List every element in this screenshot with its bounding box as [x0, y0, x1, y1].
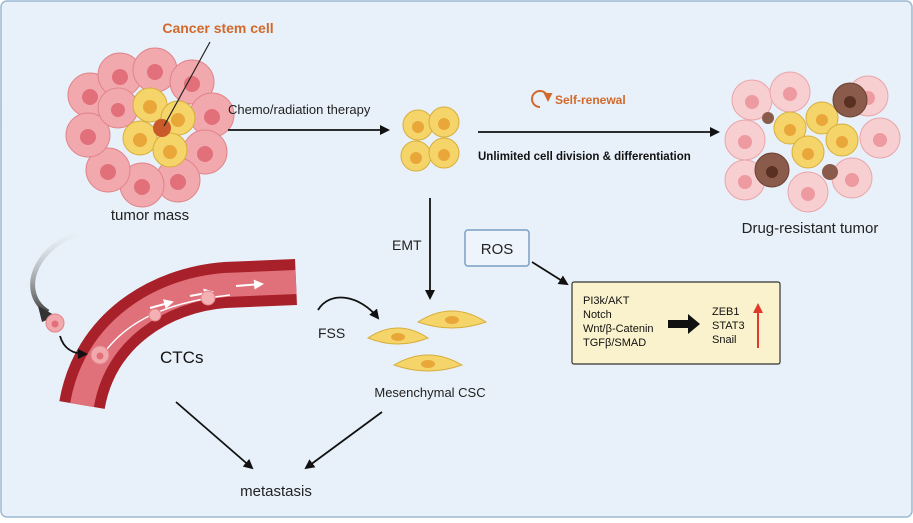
surviving-csc-cluster — [400, 106, 460, 172]
mesenchymal-cells — [366, 310, 488, 372]
pathway-item: Wnt/β-Catenin — [583, 323, 654, 335]
tumor-mass-label: tumor mass — [111, 207, 189, 224]
therapy-label: Chemo/radiation therapy — [228, 102, 371, 117]
drug-resistant-pink-cells — [724, 71, 901, 213]
ctcs-label: CTCs — [160, 348, 203, 367]
pathway-item: Snail — [712, 334, 736, 346]
blood-vessel-lumen — [70, 270, 297, 408]
drug-resistant-label: Drug-resistant tumor — [742, 220, 879, 237]
flow-arrow — [235, 279, 264, 290]
fss-label: FSS — [318, 325, 345, 341]
pathway-item: Notch — [583, 309, 612, 321]
extravasating-cells — [45, 313, 110, 365]
self-renewal-label: Self-renewal — [555, 93, 626, 107]
mesenchymal-label: Mesenchymal CSC — [374, 385, 485, 400]
pathway-thick-arrow — [668, 314, 700, 334]
entry-arrow — [59, 335, 88, 359]
drug-resistant-tumor-cluster — [724, 71, 901, 213]
ros-box — [464, 229, 530, 267]
pathway-item: STAT3 — [712, 320, 745, 332]
ros-arrow — [531, 261, 569, 286]
invasion-arrowhead — [38, 306, 56, 322]
ctc-cells — [148, 290, 216, 322]
tumor-mass-cluster — [65, 47, 235, 208]
drug-resistant-stem-cells — [773, 101, 859, 169]
metastasis-label: metastasis — [240, 483, 312, 500]
tumor-mass-stem-cells — [122, 87, 196, 168]
metastasis-arrow-right — [304, 411, 383, 470]
fss-arrow — [317, 296, 380, 320]
cancer-stem-cell-label: Cancer stem cell — [162, 20, 273, 36]
pathway-item: PI3k/AKT — [583, 295, 630, 307]
pathway-item: TGFβ/SMAD — [583, 337, 646, 349]
pathway-left-list: PI3k/AKT Notch Wnt/β-Catenin TGFβ/SMAD — [583, 295, 654, 349]
metastasis-arrow-left — [175, 401, 254, 470]
pathway-right-list: ZEB1 STAT3 Snail — [712, 306, 745, 346]
tumor-mass-pink-cells — [65, 47, 235, 208]
division-label: Unlimited cell division & differentiatio… — [478, 151, 691, 163]
pathway-item: ZEB1 — [712, 306, 740, 318]
invasion-arrow — [30, 229, 81, 315]
cancer-stem-cell-pointer — [163, 41, 211, 127]
flow-arrow — [149, 299, 174, 309]
self-renewal-icon — [531, 90, 553, 108]
drug-resistant-dead-cells — [754, 82, 868, 188]
ros-label: ROS — [481, 241, 514, 258]
emt-label: EMT — [392, 237, 422, 253]
